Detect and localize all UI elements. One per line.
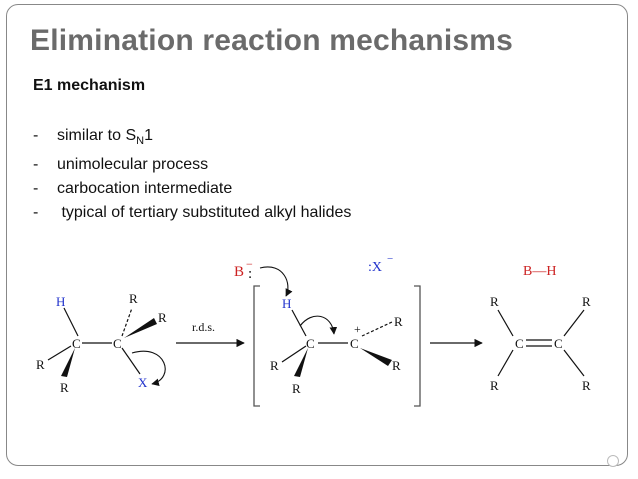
intermediate-r-label: R	[270, 358, 279, 373]
intermediate-r-label: R	[392, 358, 401, 373]
intermediate-c1-label: C	[306, 336, 315, 351]
e1-mechanism-scheme: H C C R R R R X r.d.s. B − : :X − H C C …	[36, 253, 591, 407]
halide-label: :X	[368, 260, 382, 275]
leaving-group-x-label: X	[138, 375, 148, 390]
slide-corner-marker	[607, 455, 619, 467]
intermediate-r-label: R	[394, 314, 403, 329]
base-label: B	[234, 264, 244, 280]
curved-arrow-icon	[259, 266, 293, 297]
base-charge: −	[246, 257, 253, 271]
bullet-list: -similar to SN1 -unimolecular process -c…	[33, 124, 351, 225]
product-r-label: R	[490, 378, 499, 393]
bullet-item: -carbocation intermediate	[33, 180, 233, 198]
alkene-product: B—H C C R R R R	[490, 264, 591, 393]
intermediate-c2-label: C	[350, 336, 359, 351]
carbocation-charge: +	[354, 322, 361, 336]
product-c2-label: C	[554, 336, 563, 351]
intermediate-r-label: R	[292, 381, 301, 396]
reactant-molecule: H C C R R R R X	[36, 291, 167, 395]
halide-charge: −	[387, 253, 393, 265]
bullet-item: - typical of tertiary substituted alkyl …	[33, 204, 352, 222]
reactant-r-label: R	[129, 291, 138, 306]
reactant-h-label: H	[56, 294, 65, 309]
section-subtitle: E1 mechanism	[33, 77, 146, 94]
intermediate-h-label: H	[282, 296, 291, 311]
slide-title: Elimination reaction mechanisms	[30, 24, 514, 57]
curved-arrow-icon	[131, 350, 166, 387]
product-r-label: R	[582, 378, 591, 393]
product-r-label: R	[490, 294, 499, 309]
bullet-item: -similar to SN1	[33, 127, 153, 148]
reactant-c1-label: C	[72, 336, 81, 351]
reactant-c2-label: C	[113, 336, 122, 351]
product-bh-label: B—H	[523, 264, 556, 279]
bullet-item: -unimolecular process	[33, 156, 209, 174]
rds-arrow: r.d.s.	[176, 320, 245, 348]
svg-text::: :	[248, 266, 252, 282]
rds-label: r.d.s.	[192, 320, 215, 334]
product-r-label: R	[582, 294, 591, 309]
carbocation-intermediate: B − : :X − H C C + R R R R	[234, 253, 421, 407]
product-c1-label: C	[515, 336, 524, 351]
curved-arrow-icon	[299, 315, 338, 335]
reactant-r-label: R	[60, 380, 69, 395]
reactant-r-label: R	[36, 357, 45, 372]
reactant-r-label: R	[158, 310, 167, 325]
slide-frame	[6, 4, 628, 466]
